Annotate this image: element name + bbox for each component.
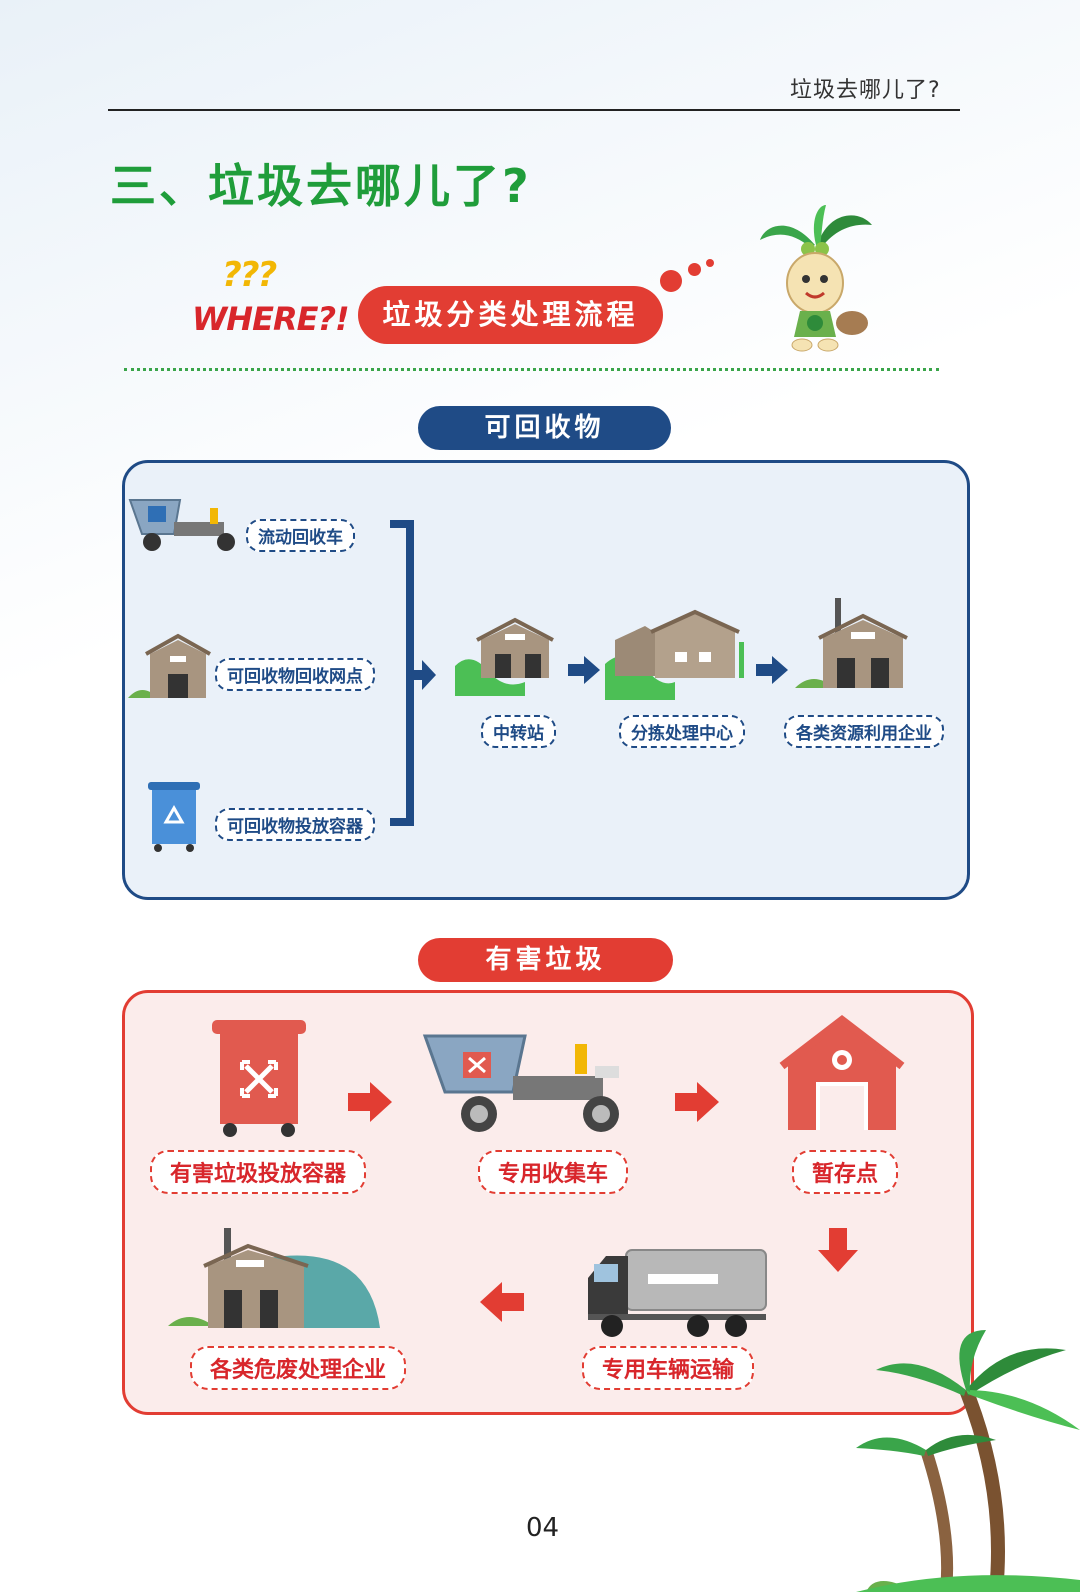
recycling-station-icon: [128, 633, 211, 698]
transfer-station-icon: [455, 617, 554, 696]
decor-dot: [660, 270, 682, 292]
hazardous-enterprise-icon: [168, 1228, 380, 1328]
where-text: WHERE?!: [192, 300, 350, 338]
resource-enterprise-icon: [795, 598, 908, 688]
label-mobile-recycling-vehicle: 流动回收车: [246, 519, 355, 552]
transport-truck-icon: [588, 1249, 767, 1337]
merge-bracket: [390, 520, 436, 826]
page-number: 04: [526, 1513, 560, 1543]
decor-dot: [688, 263, 701, 276]
label-recycling-station: 可回收物回收网点: [215, 658, 375, 691]
arrow-right-icon: [756, 656, 788, 684]
label-sorting-center: 分拣处理中心: [619, 715, 745, 748]
arrow-left-icon: [480, 1282, 524, 1322]
storage-house-icon: [779, 1014, 905, 1130]
label-transport-vehicle: 专用车辆运输: [582, 1346, 755, 1390]
recycling-tricycle-icon: [128, 499, 235, 551]
page-title: 三、垃圾去哪儿了?: [110, 159, 532, 213]
label-resource-enterprise: 各类资源利用企业: [784, 715, 944, 748]
sorting-center-icon: [605, 609, 744, 700]
label-collection-vehicle: 专用收集车: [478, 1150, 629, 1194]
question-marks: ???: [222, 255, 277, 295]
arrow-right-icon: [568, 656, 600, 684]
coconut-mascot-icon: [760, 205, 872, 352]
flow-title-pill: 垃圾分类处理流程: [358, 286, 663, 344]
arrow-right-icon: [348, 1082, 392, 1122]
hazardous-bin-icon: [212, 1020, 306, 1137]
label-hazardous-enterprise: 各类危废处理企业: [190, 1346, 407, 1390]
palm-tree-icon: [856, 1330, 1080, 1592]
header-divider: [108, 109, 960, 111]
label-recycling-container: 可回收物投放容器: [215, 808, 375, 841]
collection-tricycle-icon: [422, 1034, 619, 1132]
recyclables-title-pill: 可回收物: [418, 406, 671, 450]
running-header: 垃圾去哪儿了?: [790, 78, 941, 103]
dotted-divider: [124, 368, 939, 371]
recycling-bin-icon: [148, 782, 200, 852]
label-storage-point: 暂存点: [792, 1150, 899, 1194]
arrow-right-icon: [675, 1082, 719, 1122]
label-hazardous-container: 有害垃圾投放容器: [150, 1150, 367, 1194]
decor-dot: [706, 259, 714, 267]
hazardous-title-pill: 有害垃圾: [418, 938, 673, 982]
label-transfer-station: 中转站: [481, 715, 556, 748]
arrow-down-icon: [818, 1228, 858, 1272]
